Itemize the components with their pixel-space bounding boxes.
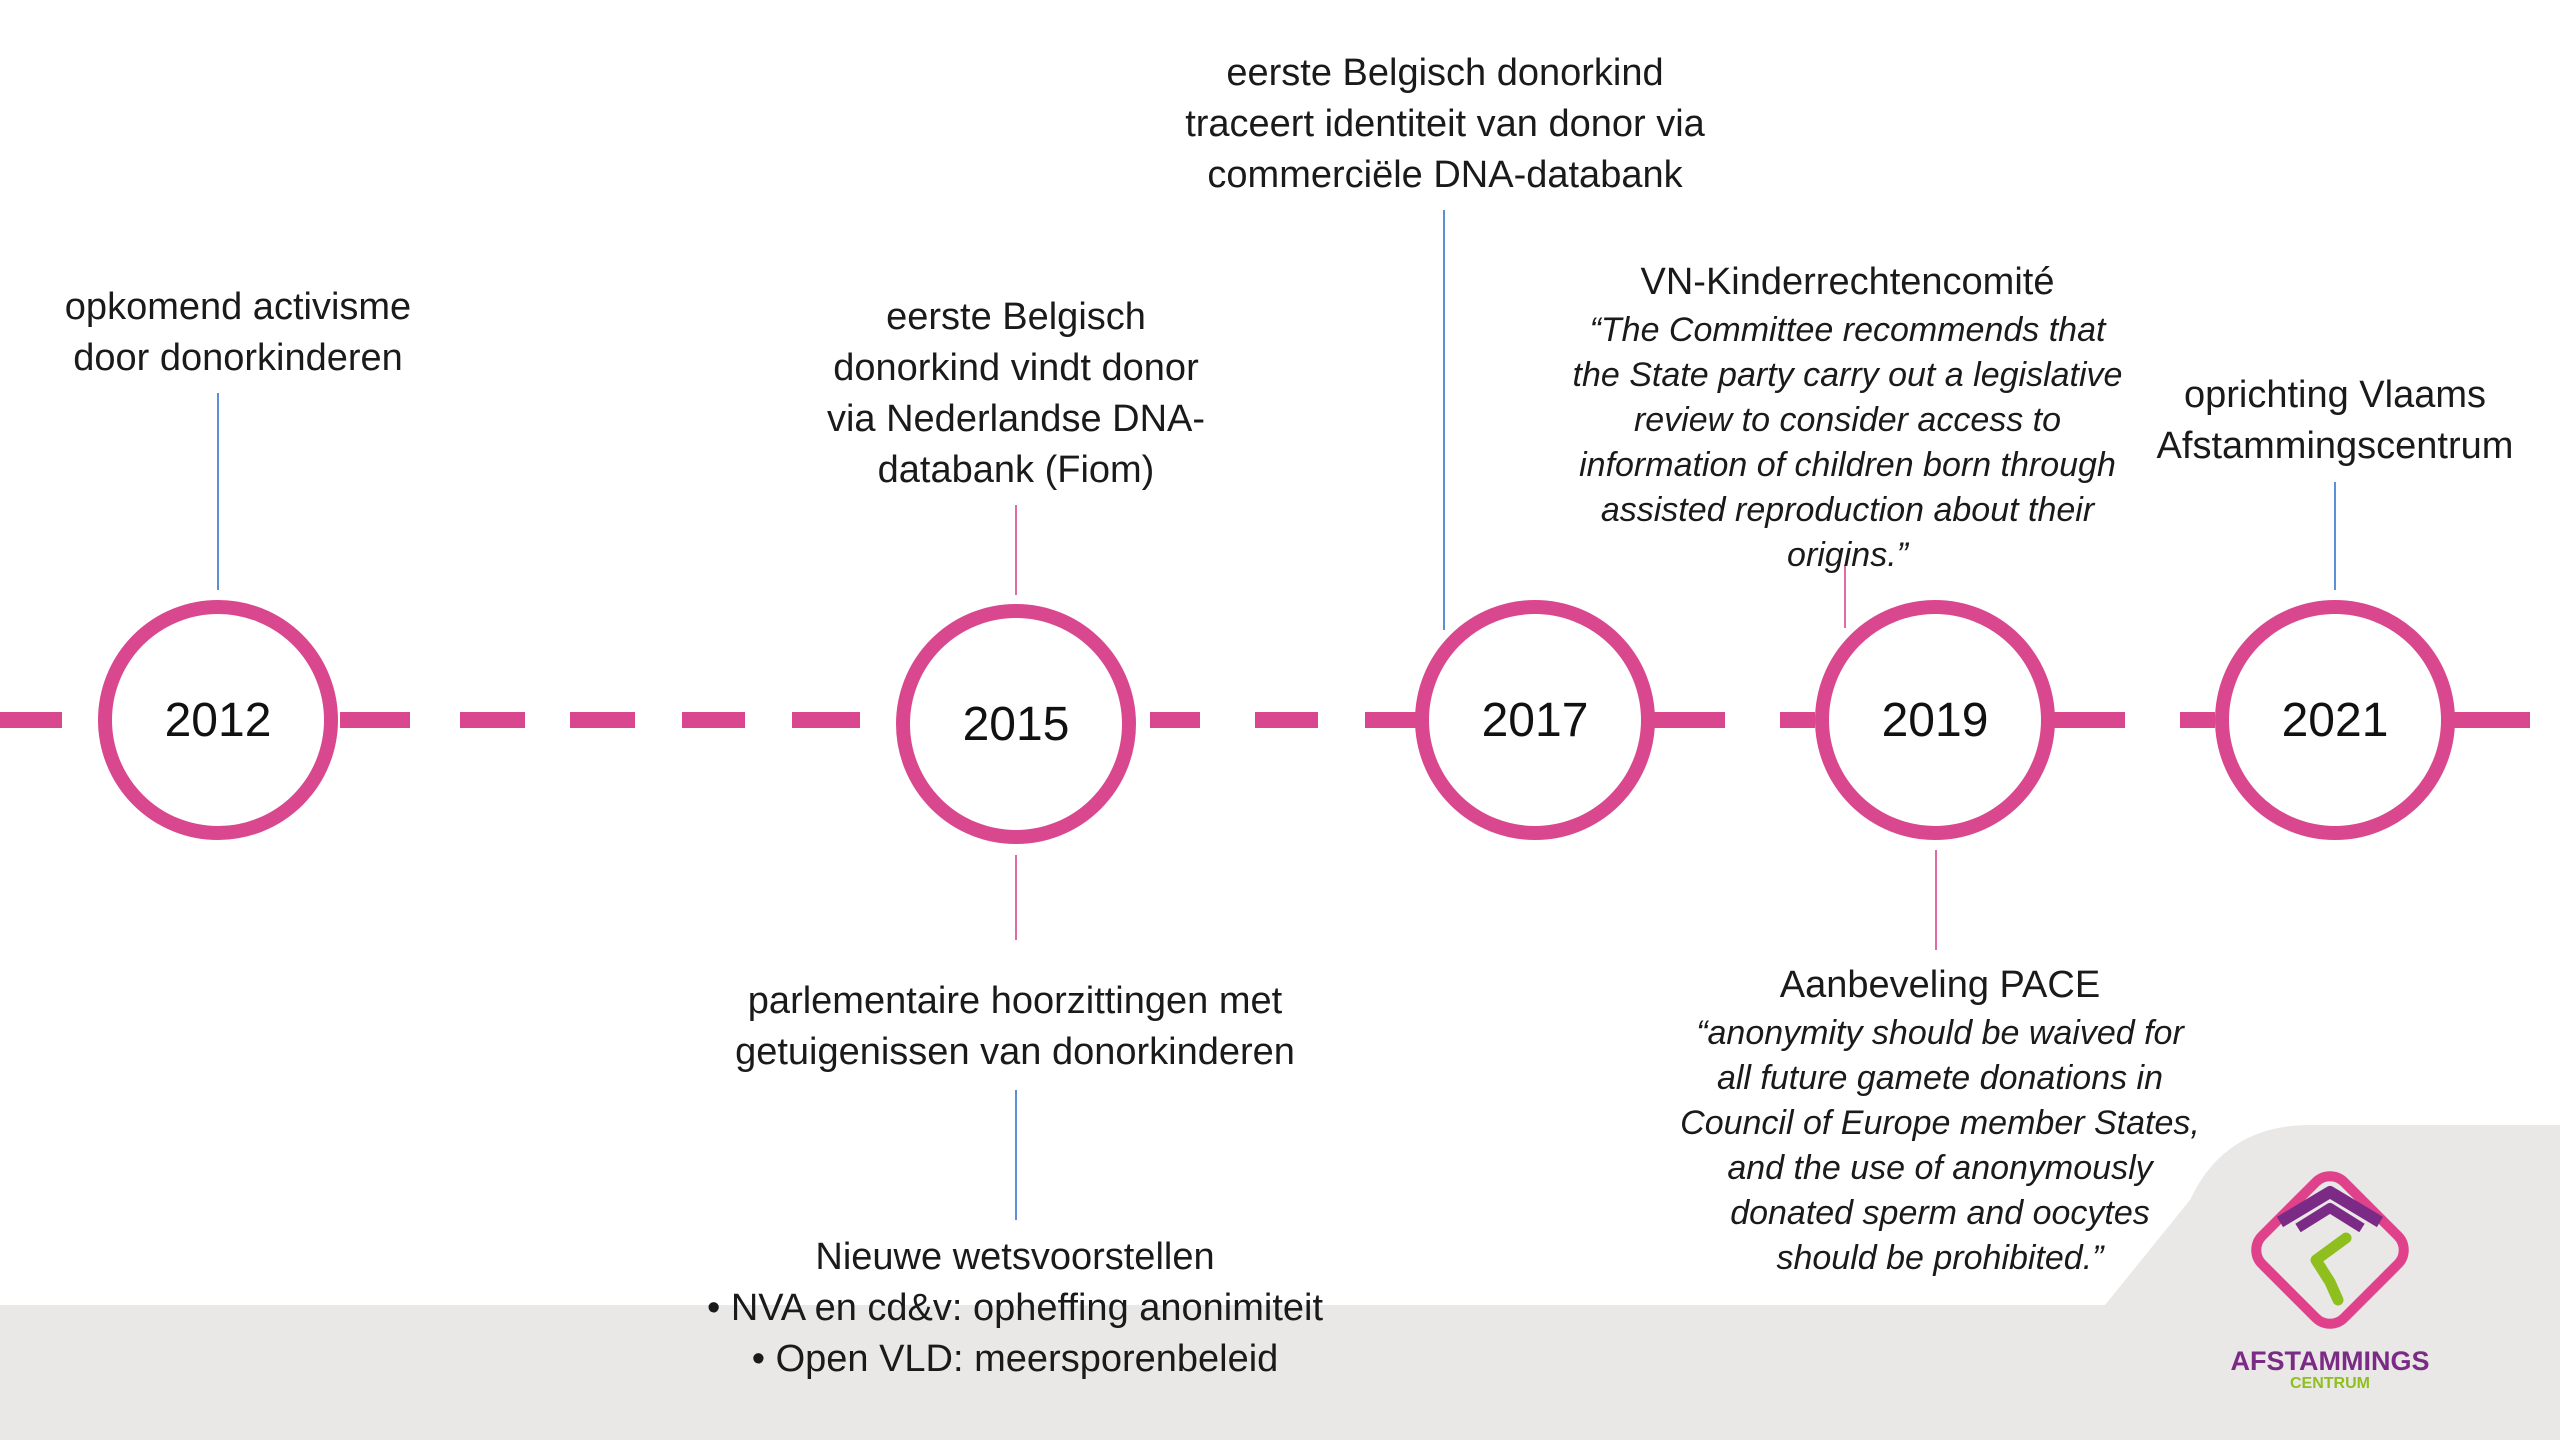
- year-circle-2017: 2017: [1415, 600, 1655, 840]
- laws-title: Nieuwe wetsvoorstellen: [815, 1236, 1215, 1278]
- event-line: via Nederlandse DNA-: [826, 398, 1206, 440]
- list-item-text: Open VLD: meersporenbeleid: [775, 1338, 1279, 1380]
- afstammingscentrum-logo: AFSTAMMINGS CENTRUM: [2231, 1171, 2430, 1392]
- event-line: eerste Belgisch: [886, 296, 1146, 338]
- year-circle-2019: 2019: [1815, 600, 2055, 840]
- year-circle-2015: 2015: [896, 604, 1136, 844]
- event-2012: opkomend activisme door donorkinderen: [18, 282, 458, 384]
- event-2019-pace: Aanbeveling PACE “anonymity should be wa…: [1620, 960, 2260, 1281]
- event-2015-laws: Nieuwe wetsvoorstellen • NVA en cd&v: op…: [640, 1232, 1390, 1385]
- year-label: 2015: [962, 697, 1070, 751]
- event-2021: oprichting Vlaams Afstammingscentrum: [2130, 370, 2540, 472]
- event-line: databank (Fiom): [877, 449, 1155, 491]
- event-line: Afstammingscentrum: [2156, 425, 2514, 467]
- event-line: traceert identiteit van donor via: [1185, 103, 1705, 145]
- event-title: Aanbeveling PACE: [1779, 964, 2101, 1006]
- event-quote: “anonymity should be waived for all futu…: [1620, 1011, 2260, 1281]
- event-title: VN-Kinderrechtencomité: [1640, 261, 2055, 303]
- year-label: 2021: [2281, 693, 2389, 747]
- quote-line: information of children born through: [1579, 446, 2116, 484]
- list-item: • Open VLD: meersporenbeleid: [751, 1338, 1279, 1380]
- event-line: oprichting Vlaams: [2183, 374, 2487, 416]
- event-line: eerste Belgisch donorkind: [1226, 52, 1664, 94]
- logo-line1: AFSTAMMINGS: [2231, 1346, 2430, 1376]
- laws-list: • NVA en cd&v: opheffing anonimiteit • O…: [640, 1283, 1390, 1385]
- year-circle-2021: 2021: [2215, 600, 2455, 840]
- event-line: door donorkinderen: [73, 337, 403, 379]
- year-circle-2012: 2012: [98, 600, 338, 840]
- event-2015-hearings: parlementaire hoorzittingen met getuigen…: [680, 976, 1350, 1078]
- event-line: opkomend activisme: [64, 286, 412, 328]
- quote-line: all future gamete donations in: [1716, 1059, 2164, 1097]
- list-item: • NVA en cd&v: opheffing anonimiteit: [706, 1287, 1324, 1329]
- event-line: parlementaire hoorzittingen met: [747, 980, 1283, 1022]
- quote-line: and the use of anonymously: [1727, 1149, 2153, 1187]
- list-item-text: NVA en cd&v: opheffing anonimiteit: [730, 1287, 1324, 1329]
- quote-line: review to consider access to: [1633, 401, 2062, 439]
- quote-line: origins.”: [1787, 536, 1908, 574]
- event-2017: eerste Belgisch donorkind traceert ident…: [1130, 48, 1760, 201]
- quote-line: the State party carry out a legislative: [1572, 356, 2123, 394]
- event-line: commerciële DNA-databank: [1207, 154, 1683, 196]
- quote-line: assisted reproduction about their: [1600, 491, 2095, 529]
- quote-line: “anonymity should be waived for: [1696, 1014, 2184, 1052]
- quote-line: Council of Europe member States,: [1680, 1104, 2200, 1142]
- event-line: getuigenissen van donorkinderen: [735, 1031, 1295, 1073]
- event-2019-un: VN-Kinderrechtencomité “The Committee re…: [1530, 257, 2165, 578]
- quote-line: donated sperm and oocytes: [1730, 1194, 2150, 1232]
- event-quote: “The Committee recommends that the State…: [1530, 308, 2165, 578]
- quote-line: should be prohibited.”: [1776, 1239, 2104, 1277]
- year-label: 2017: [1481, 693, 1589, 747]
- year-label: 2019: [1881, 693, 1989, 747]
- event-2015-top: eerste Belgisch donorkind vindt donor vi…: [786, 292, 1246, 496]
- year-label: 2012: [164, 693, 272, 747]
- quote-line: “The Committee recommends that: [1589, 311, 2106, 349]
- event-line: donorkind vindt donor: [833, 347, 1199, 389]
- logo-line2: CENTRUM: [2290, 1375, 2370, 1392]
